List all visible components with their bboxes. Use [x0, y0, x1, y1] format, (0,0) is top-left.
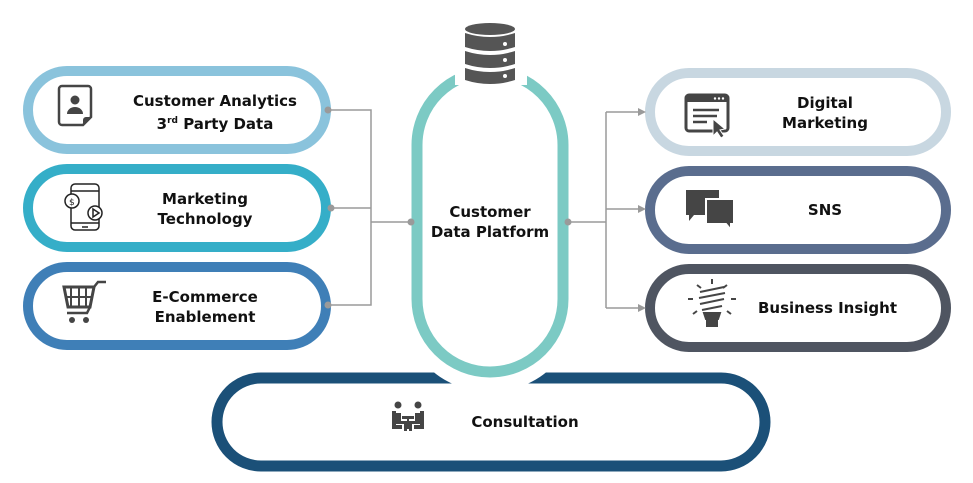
input-label-customer-analytics: Customer Analytics 3rd Party Data — [110, 91, 320, 134]
arrowheads — [638, 108, 646, 312]
consultation-label: Consultation — [471, 413, 579, 431]
shopping-cart-icon — [62, 280, 106, 323]
input-2-line1: E-Commerce — [152, 288, 258, 306]
input-connectors — [328, 109, 411, 306]
center-label: Customer Data Platform — [430, 202, 550, 242]
contact-card-icon — [57, 84, 93, 127]
lightbulb-icon — [688, 279, 736, 327]
input-1-line1: Marketing — [162, 190, 248, 208]
output-label-sns: SNS — [740, 200, 910, 220]
input-label-ecommerce: E-Commerce Enablement — [110, 287, 300, 327]
meeting-people-icon — [392, 401, 424, 431]
input-0-line2: 3rd Party Data — [110, 111, 320, 134]
mobile-payment-video-icon: $ — [64, 183, 103, 231]
output-0-line1: Digital — [797, 94, 853, 112]
connector-dots — [324, 106, 572, 309]
output-label-digital-marketing: Digital Marketing — [740, 93, 910, 133]
marketing-technology-pill[interactable] — [23, 164, 331, 252]
chat-bubbles-icon — [686, 190, 735, 233]
center-line2: Data Platform — [430, 223, 550, 241]
input-0-line2-text: Party Data — [177, 115, 274, 133]
output-2-line1: Business Insight — [757, 299, 898, 317]
input-0-ordinal: 3 — [156, 115, 168, 133]
output-1-line1: SNS — [807, 201, 843, 219]
input-label-marketing-technology: Marketing Technology — [110, 189, 300, 229]
input-0-ordinal-suffix: rd — [167, 116, 178, 126]
sns-pill[interactable] — [645, 166, 951, 254]
output-label-business-insight: Business Insight — [740, 298, 915, 318]
input-1-line2: Technology — [157, 210, 253, 228]
database-icon — [465, 23, 515, 84]
svg-text:$: $ — [69, 198, 75, 208]
output-0-line2: Marketing — [782, 114, 868, 132]
output-connectors — [568, 111, 640, 309]
input-2-line2: Enablement — [154, 308, 256, 326]
business-insight-pill[interactable] — [645, 264, 951, 352]
center-line1: Customer — [449, 203, 531, 221]
input-0-line1: Customer Analytics — [133, 92, 297, 110]
browser-cursor-icon — [684, 93, 730, 139]
